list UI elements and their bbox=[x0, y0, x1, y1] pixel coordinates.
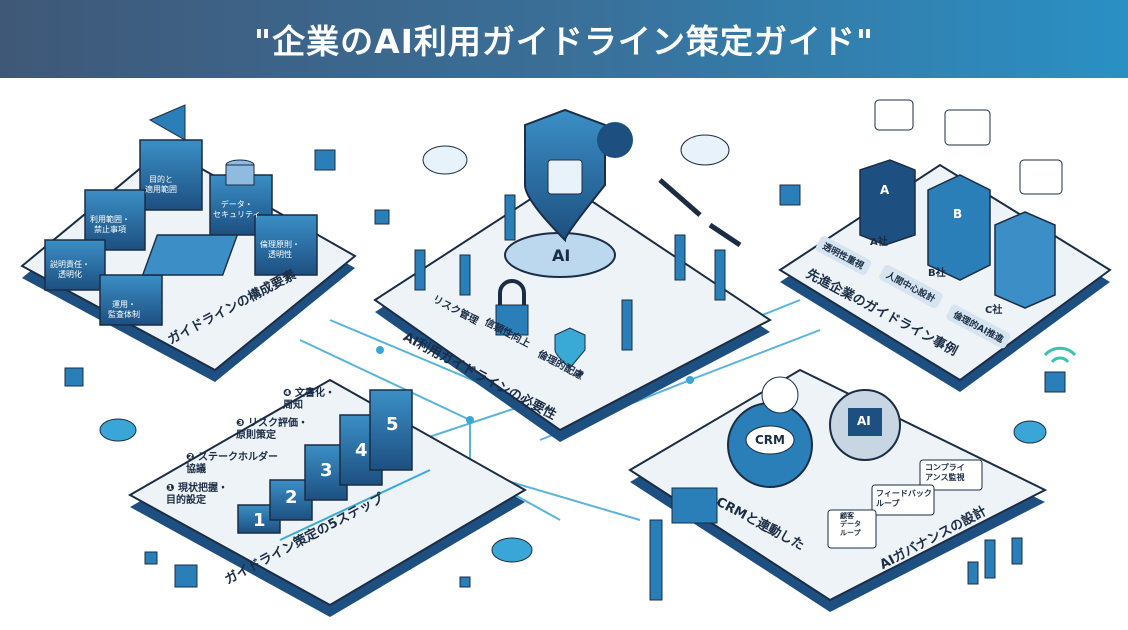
people bbox=[414, 194, 726, 351]
component-boxes bbox=[44, 139, 318, 326]
page-title: "企業のAI利用ガイドライン策定ガイド" bbox=[253, 22, 875, 61]
gear-icon bbox=[597, 122, 633, 158]
crm-flow-nodes bbox=[827, 459, 983, 549]
crm-gear-label: CRM bbox=[755, 433, 785, 447]
cloud-icon bbox=[422, 134, 730, 175]
step-bar-number: 2 bbox=[285, 487, 298, 508]
workstation-icon bbox=[649, 487, 718, 601]
step-label: ❶ 現状把握・ 目的設定 bbox=[166, 483, 228, 506]
decorative-cubes bbox=[64, 149, 1066, 588]
check-shield-icon bbox=[554, 327, 586, 369]
chain-link-icon bbox=[658, 178, 742, 248]
shield-ai-icon bbox=[504, 108, 616, 278]
crm-gear-icon bbox=[727, 376, 813, 488]
block-label: 目的と 適用範囲 bbox=[145, 175, 177, 194]
flow-node-label: コンプライ アンス監視 bbox=[925, 463, 965, 482]
company-logo-a: A bbox=[880, 183, 890, 197]
platform-necessity bbox=[373, 178, 772, 442]
ai-gear-label: AI bbox=[857, 414, 871, 428]
buildings bbox=[859, 159, 1056, 309]
wifi-icon bbox=[1043, 346, 1077, 364]
ai-gear-icon bbox=[829, 389, 901, 461]
shield-ai-text: AI bbox=[552, 246, 571, 265]
illustration bbox=[20, 99, 1112, 617]
step-bar-number: 5 bbox=[386, 414, 399, 435]
company-name: A社 bbox=[870, 237, 888, 248]
cloud-icon bbox=[99, 418, 1047, 563]
block-label: 倫理原則・ 透明性 bbox=[260, 240, 300, 259]
flow-node-label: 顧客 データ ループ bbox=[840, 512, 861, 537]
step-bar-number: 1 bbox=[253, 510, 266, 531]
block-label: データ・ セキュリティ bbox=[213, 200, 261, 219]
step-bar-number: 3 bbox=[320, 460, 333, 481]
step-arrows bbox=[279, 469, 431, 541]
step-bars bbox=[237, 389, 413, 534]
step-label: ❹ 文書化・ 周知 bbox=[283, 388, 335, 411]
company-logo-b: B bbox=[953, 207, 963, 221]
database-icon bbox=[225, 159, 255, 186]
company-name: C社 bbox=[985, 305, 1003, 316]
speech-bubble-icons bbox=[874, 99, 1063, 195]
company-name: B社 bbox=[928, 268, 946, 279]
step-label: ❸ リスク評価・ 原則策定 bbox=[236, 418, 308, 441]
title-banner: "企業のAI利用ガイドライン策定ガイド" bbox=[0, 0, 1128, 78]
padlock-icon bbox=[495, 279, 529, 336]
step-label: ❷ ステークホルダー 協議 bbox=[186, 452, 278, 475]
block-label: 利用範囲・ 禁止事項 bbox=[90, 215, 130, 234]
block-label: 説明責任・ 透明化 bbox=[50, 260, 90, 279]
step-bar-number: 4 bbox=[355, 440, 368, 461]
megaphone-icon bbox=[148, 104, 186, 141]
block-label: 運用・ 監査体制 bbox=[108, 300, 140, 319]
flow-node-label: フィードバック ループ bbox=[876, 489, 932, 508]
